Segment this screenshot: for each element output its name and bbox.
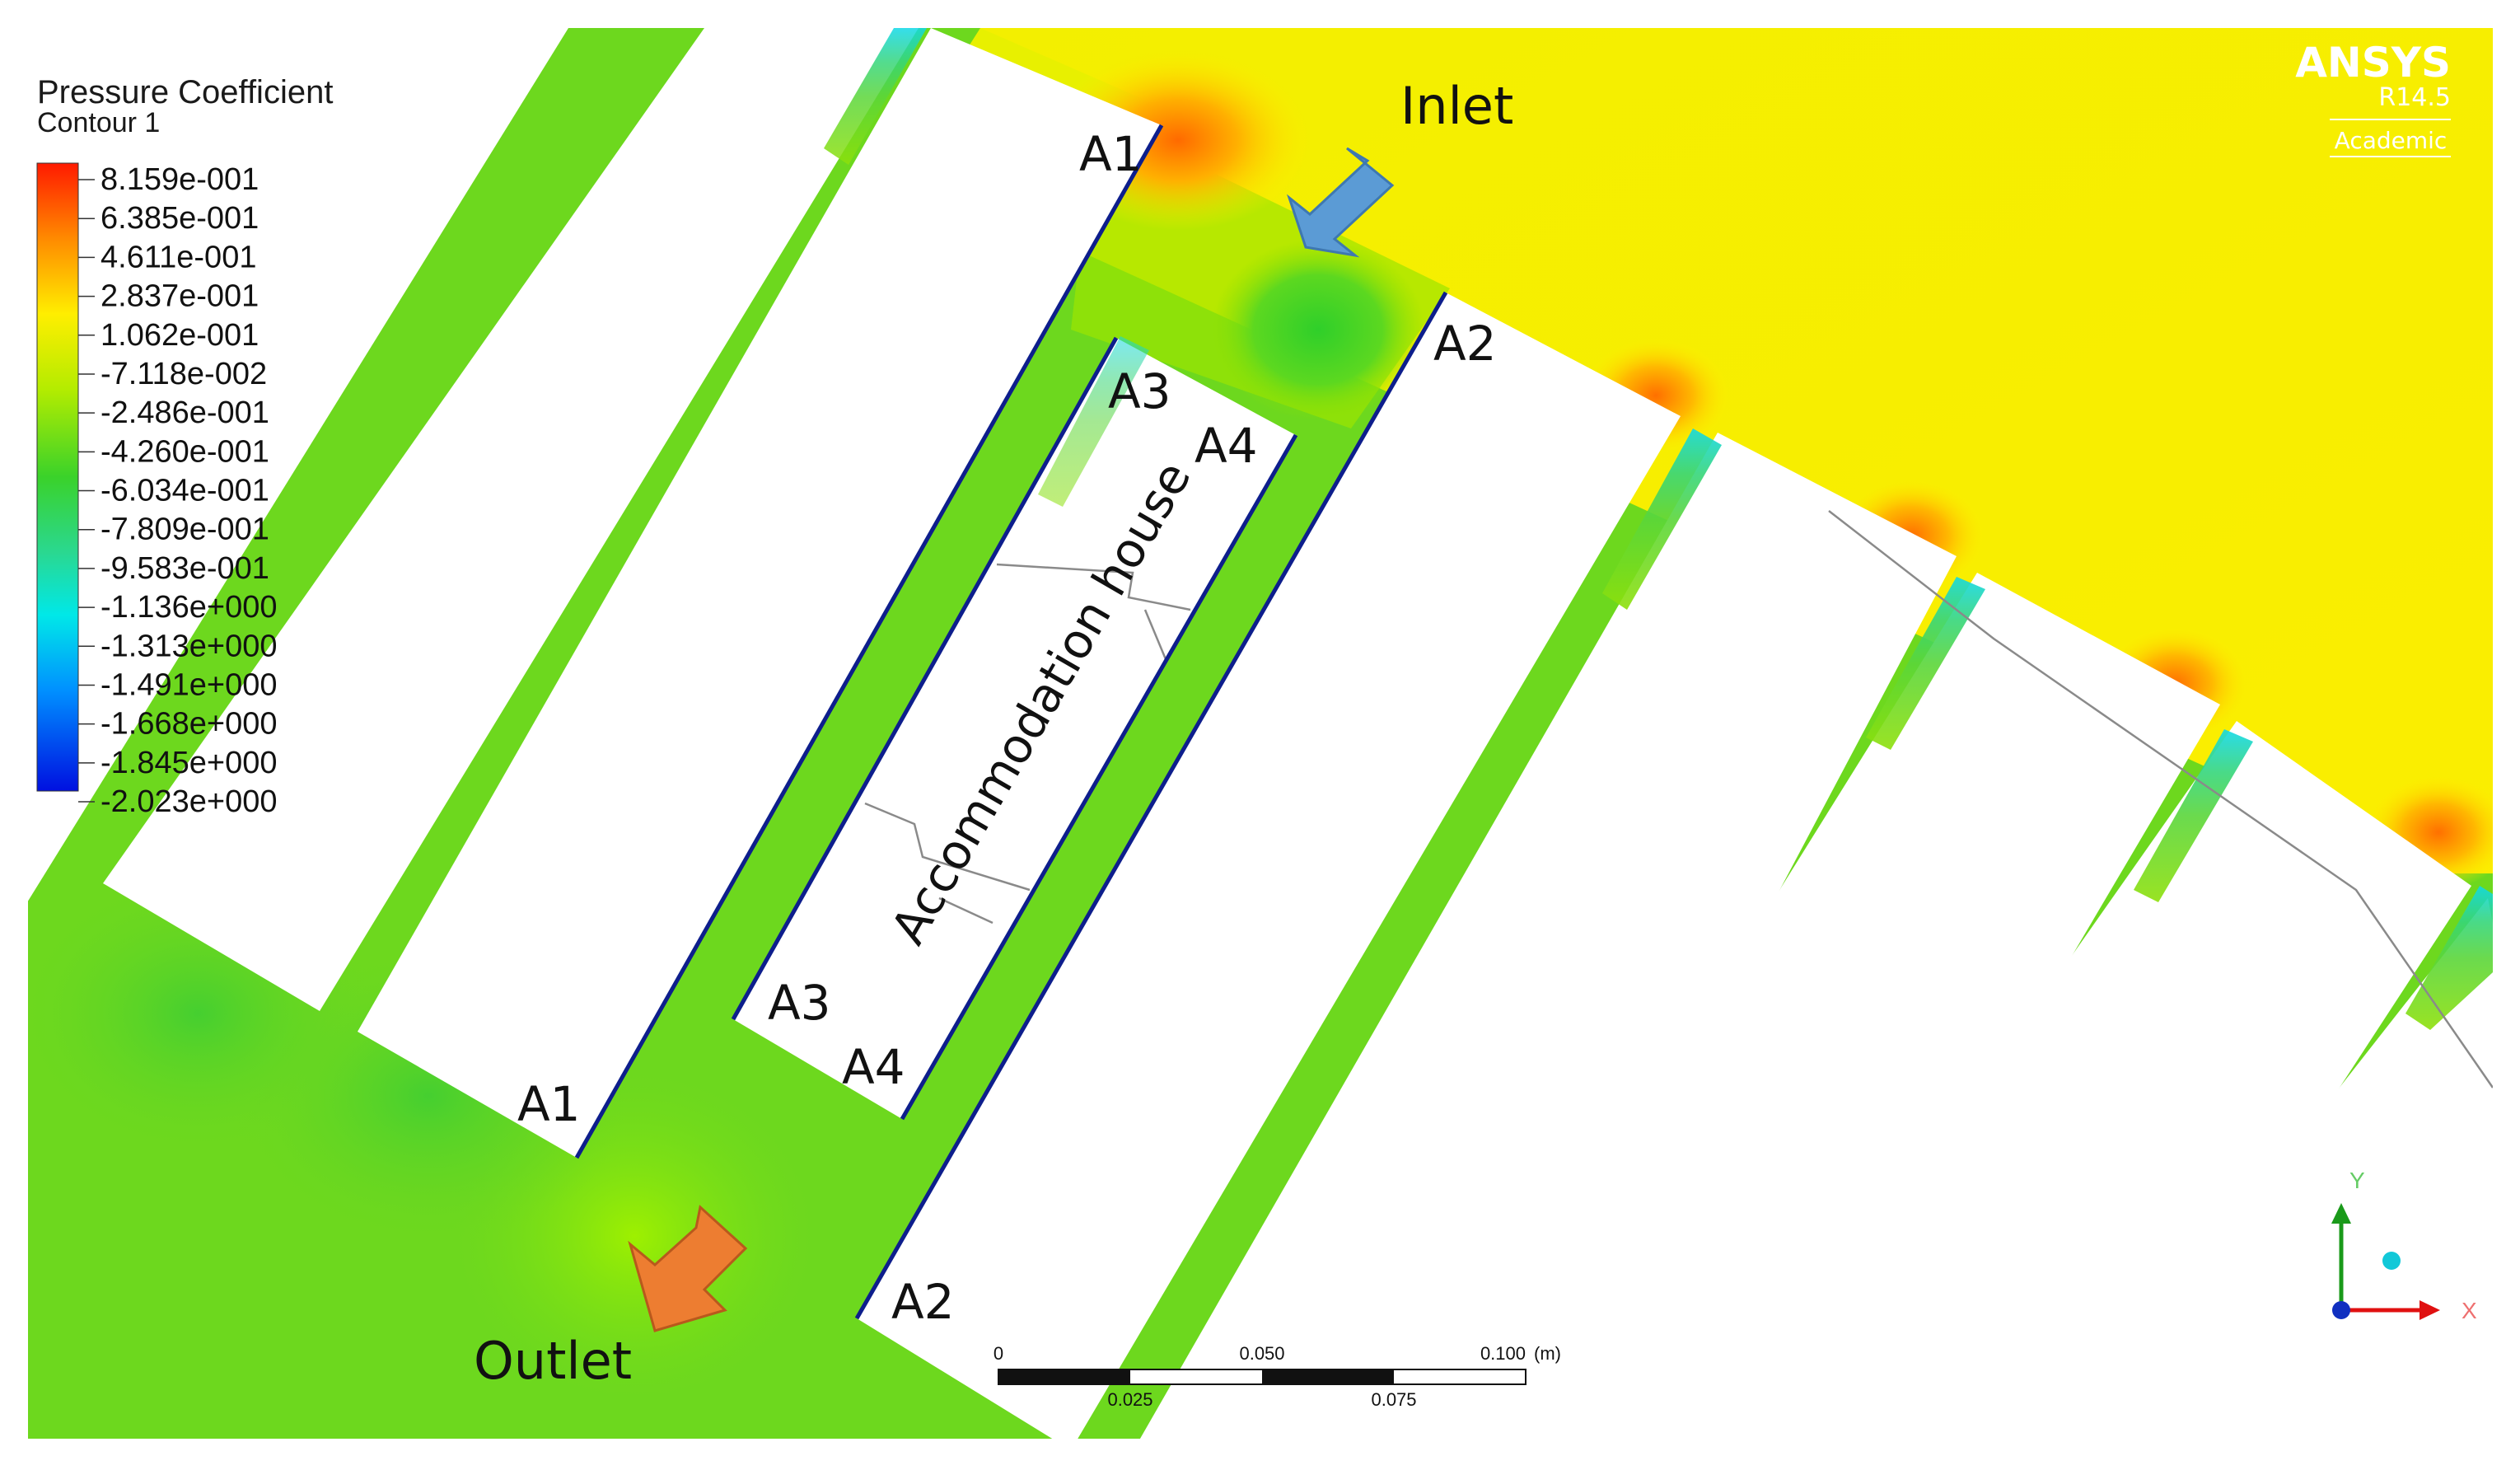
label-a4-top: A4: [1195, 418, 1258, 474]
outlet-arrow: [628, 1205, 748, 1332]
solid-blocks: [28, 28, 2493, 1439]
brand-name: ANSYS: [2295, 39, 2451, 87]
label-a1-top: A1: [1079, 126, 1143, 182]
color-legend: Pressure Coefficient Contour 1 8.159e-00…: [36, 74, 333, 819]
mesh-lines: [864, 510, 2493, 1088]
label-a4-bottom: A4: [842, 1039, 905, 1095]
inlet-label: Inlet: [1400, 76, 1513, 136]
legend-value: 4.611e-001: [101, 240, 256, 274]
axis-triad[interactable]: Y X: [2331, 1168, 2477, 1323]
brand-version: R14.5: [2378, 83, 2451, 112]
axis-y-label: Y: [2349, 1168, 2365, 1193]
legend-value: 1.062e-001: [101, 318, 259, 353]
legend-value: -9.583e-001: [101, 551, 269, 586]
legend-value: 2.837e-001: [101, 279, 259, 314]
wall-outlines: [574, 124, 1448, 1320]
legend-value: -1.845e+000: [101, 746, 277, 780]
outlet-label: Outlet: [474, 1331, 632, 1391]
label-a3-top: A3: [1108, 363, 1171, 419]
ansys-logo: ANSYS R14.5 Academic: [2295, 39, 2451, 157]
scale-tick-0: 0: [994, 1343, 1003, 1364]
color-bar: [36, 162, 79, 792]
legend-title: Pressure Coefficient: [37, 74, 333, 110]
legend-value: -1.491e+000: [101, 667, 277, 702]
legend-value: 6.385e-001: [101, 201, 259, 236]
legend-value: -2.023e+000: [101, 784, 277, 819]
pressure-field: [28, 28, 2493, 1439]
legend-value: -7.809e-001: [101, 513, 269, 547]
label-a1-bottom: A1: [517, 1076, 581, 1132]
label-a2-top: A2: [1433, 316, 1497, 372]
scale-tick-075: 0.075: [1371, 1389, 1416, 1410]
scale-unit: (m): [1534, 1343, 1561, 1364]
scale-tick-025: 0.025: [1107, 1389, 1152, 1410]
inlet-arrow: [1286, 147, 1395, 258]
legend-value: -4.260e-001: [101, 434, 269, 469]
legend-value: -2.486e-001: [101, 396, 269, 430]
scale-bar: 0 0.050 0.100 (m) 0.025 0.075: [994, 1343, 1561, 1410]
label-a3-bottom: A3: [768, 975, 831, 1031]
brand-edition: Academic: [2335, 127, 2448, 154]
scale-tick-050: 0.050: [1239, 1343, 1284, 1364]
legend-subtitle: Contour 1: [37, 107, 160, 138]
axis-x-label: X: [2462, 1298, 2477, 1323]
legend-value: -7.118e-002: [101, 357, 267, 391]
legend-value: -1.313e+000: [101, 629, 277, 663]
legend-value: 8.159e-001: [101, 162, 259, 197]
legend-value: -6.034e-001: [101, 474, 269, 508]
legend-value: -1.668e+000: [101, 707, 277, 742]
scale-tick-100: 0.100: [1480, 1343, 1526, 1364]
legend-value: -1.136e+000: [101, 590, 277, 625]
label-a2-bottom: A2: [891, 1274, 955, 1330]
